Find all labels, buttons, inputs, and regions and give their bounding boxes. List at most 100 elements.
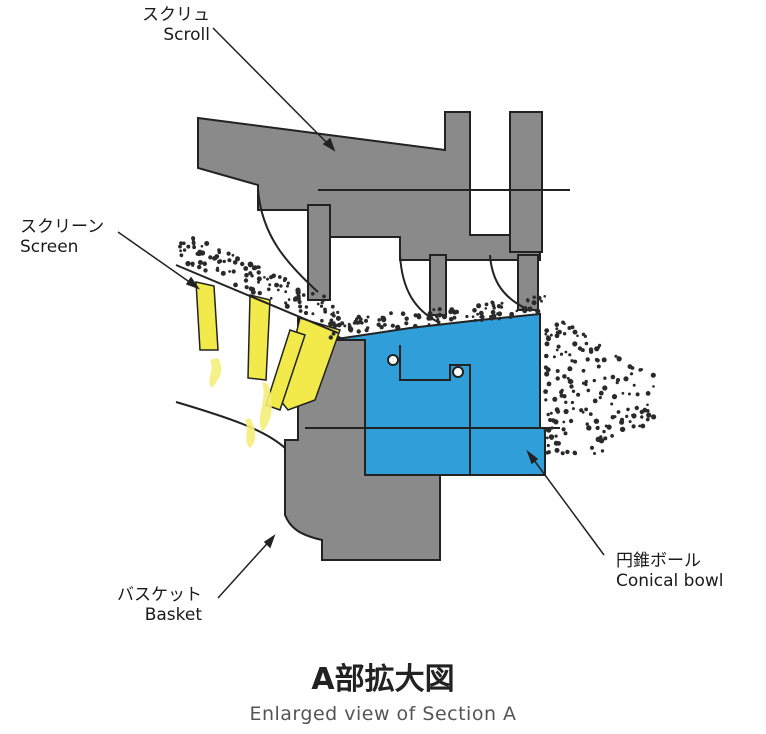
scroll-label-jp: スクリュ bbox=[142, 5, 210, 25]
particle bbox=[179, 253, 184, 258]
particle bbox=[416, 314, 422, 320]
particle bbox=[548, 434, 555, 440]
particle bbox=[432, 308, 436, 312]
particle bbox=[564, 350, 568, 354]
particle bbox=[228, 270, 232, 273]
particle bbox=[179, 249, 183, 253]
particle bbox=[580, 348, 585, 353]
particle bbox=[200, 250, 206, 256]
particle bbox=[380, 315, 384, 319]
particle bbox=[556, 344, 561, 349]
particle bbox=[353, 320, 358, 325]
particle bbox=[179, 241, 184, 246]
particle bbox=[549, 411, 553, 415]
particle bbox=[492, 306, 496, 310]
particle bbox=[638, 424, 641, 428]
particle bbox=[452, 315, 457, 320]
particle bbox=[652, 385, 655, 388]
particle bbox=[400, 311, 406, 317]
particle bbox=[584, 379, 588, 384]
particle bbox=[248, 271, 253, 276]
particle bbox=[328, 321, 334, 327]
particle bbox=[602, 429, 606, 434]
particle bbox=[244, 285, 249, 290]
particle bbox=[509, 311, 515, 317]
conical-bowl-label-en: Conical bowl bbox=[616, 570, 724, 591]
particle bbox=[554, 434, 558, 438]
conical-bowl-shape bbox=[305, 312, 560, 476]
particle bbox=[248, 286, 254, 292]
particle bbox=[572, 341, 578, 347]
particle bbox=[545, 335, 552, 342]
conical-bowl-label: 円錐ボール Conical bowl bbox=[616, 551, 756, 591]
particle bbox=[366, 315, 370, 319]
scroll-label-en: Scroll bbox=[163, 24, 210, 45]
particle bbox=[585, 357, 590, 362]
particle bbox=[571, 389, 576, 393]
particle bbox=[629, 372, 634, 376]
particle bbox=[543, 390, 547, 394]
figure-title-en: Enlarged view of Section A bbox=[249, 703, 517, 725]
particle bbox=[404, 316, 409, 321]
particle bbox=[526, 299, 530, 303]
particle bbox=[220, 270, 226, 276]
particle bbox=[244, 272, 249, 278]
screen-label-en: Screen bbox=[20, 236, 79, 257]
particle bbox=[640, 423, 646, 429]
particle bbox=[277, 275, 282, 279]
particle bbox=[630, 366, 635, 370]
particle bbox=[323, 309, 328, 314]
particle bbox=[521, 306, 526, 311]
particle bbox=[551, 418, 556, 423]
particle bbox=[572, 450, 577, 455]
particle bbox=[491, 313, 497, 319]
particle bbox=[436, 320, 441, 325]
particle bbox=[552, 355, 556, 359]
particle bbox=[476, 312, 479, 316]
particle bbox=[628, 420, 632, 424]
particle bbox=[217, 250, 222, 255]
particle bbox=[571, 407, 575, 411]
particle bbox=[555, 327, 559, 331]
particle bbox=[570, 380, 574, 384]
particle bbox=[555, 376, 560, 381]
particle bbox=[619, 426, 626, 433]
particle bbox=[532, 295, 536, 299]
particle bbox=[330, 312, 334, 316]
particle bbox=[570, 359, 574, 363]
particle bbox=[642, 407, 648, 413]
particle bbox=[413, 313, 418, 318]
particle bbox=[606, 424, 612, 430]
particle bbox=[565, 449, 570, 455]
particle bbox=[256, 265, 260, 269]
particle bbox=[215, 268, 219, 272]
particle bbox=[329, 318, 334, 323]
particle bbox=[226, 251, 231, 256]
particle bbox=[366, 326, 370, 330]
particle bbox=[449, 307, 455, 313]
particle bbox=[266, 277, 269, 281]
particle bbox=[598, 390, 604, 396]
particle bbox=[570, 325, 575, 330]
particle bbox=[287, 298, 291, 301]
particle bbox=[515, 309, 519, 313]
particle bbox=[320, 318, 324, 323]
particle bbox=[581, 368, 586, 373]
particle bbox=[200, 244, 204, 248]
particle bbox=[588, 349, 594, 354]
particle bbox=[631, 424, 636, 429]
particle bbox=[556, 441, 561, 446]
particle bbox=[356, 329, 361, 334]
particle bbox=[269, 296, 273, 300]
particle bbox=[549, 333, 553, 337]
particle bbox=[602, 385, 608, 391]
particle bbox=[555, 369, 560, 373]
particle bbox=[303, 310, 309, 316]
particle bbox=[232, 260, 238, 265]
particle bbox=[284, 290, 288, 294]
particle bbox=[490, 309, 496, 315]
particle bbox=[490, 300, 495, 305]
leader-lines bbox=[117, 27, 605, 599]
particle bbox=[596, 425, 600, 430]
particle bbox=[276, 283, 279, 287]
